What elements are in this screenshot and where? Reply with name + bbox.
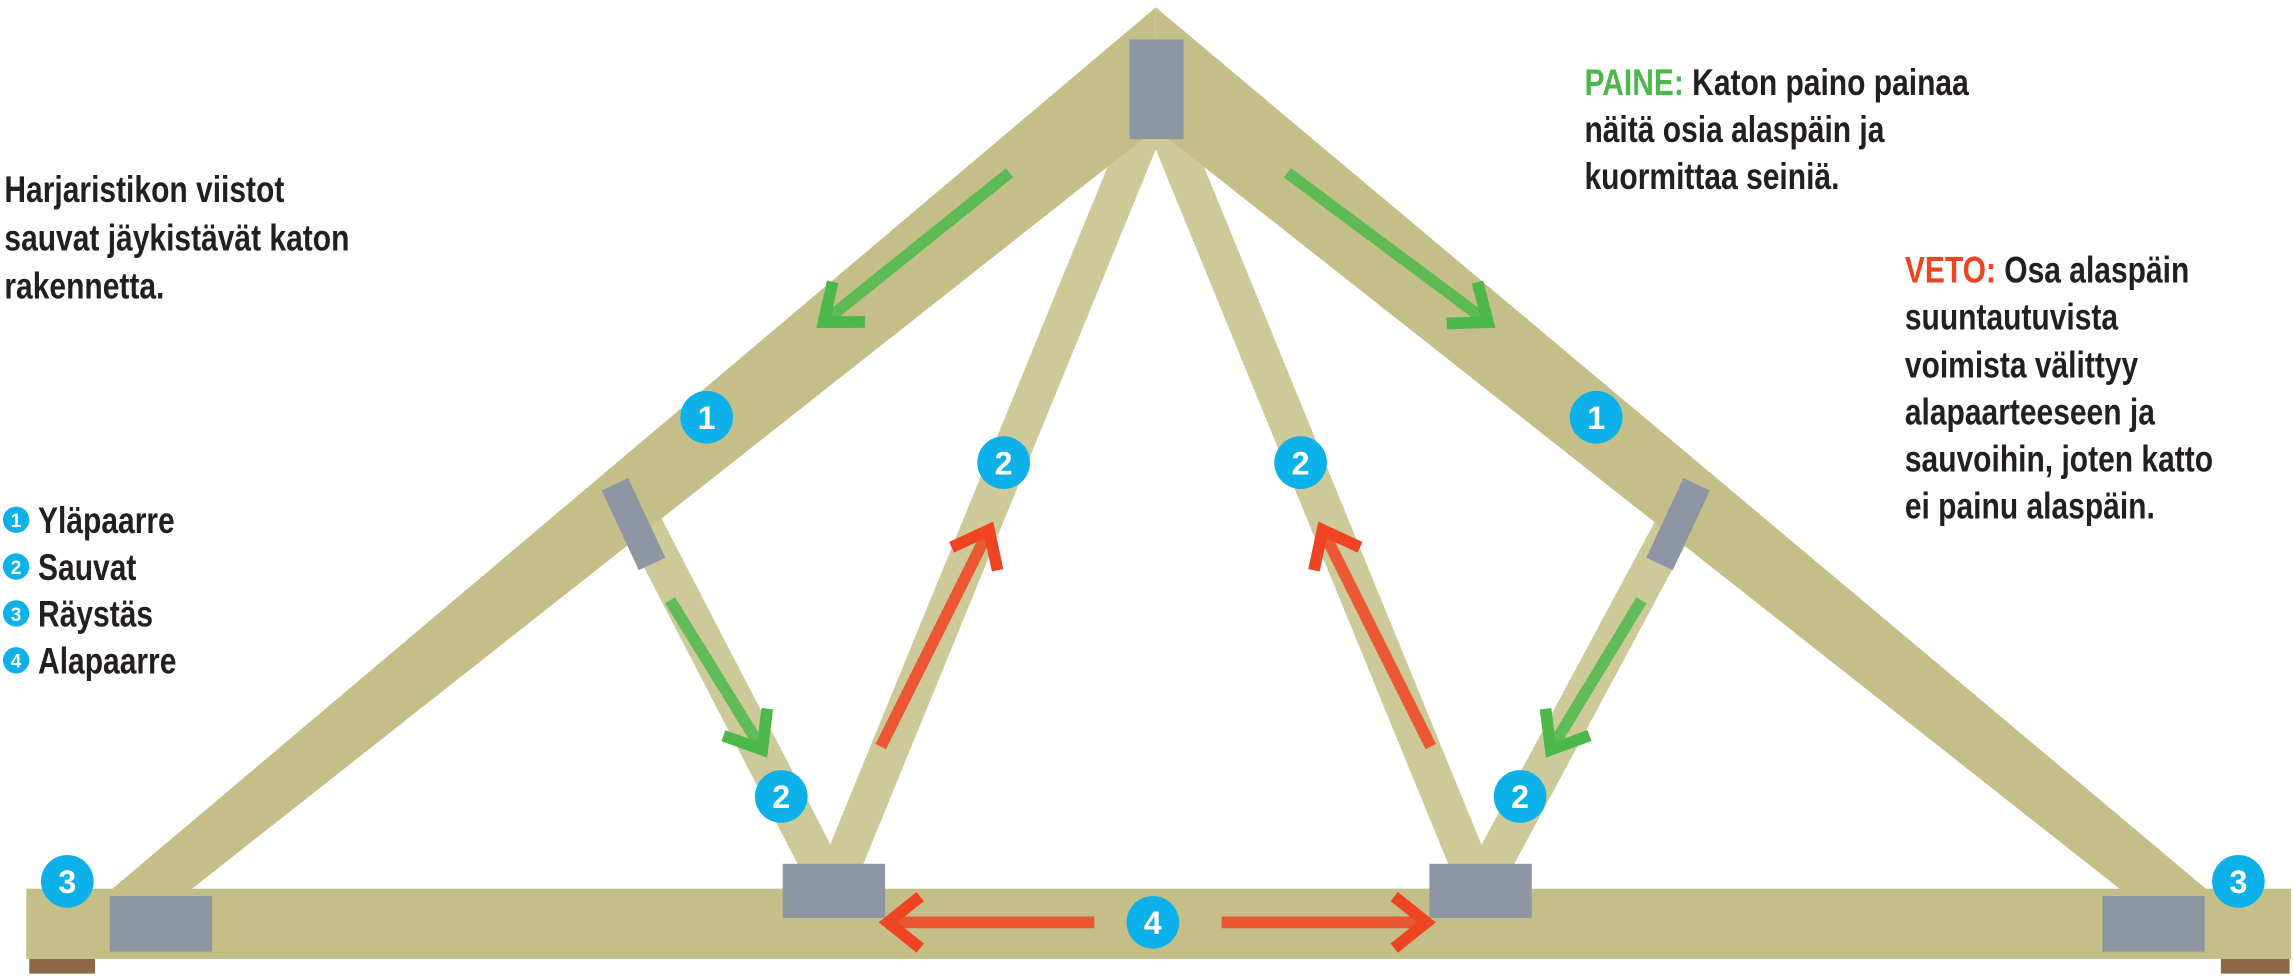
tension-line: suuntautuvista [1905, 298, 2119, 338]
marker-circle-icon [680, 390, 733, 444]
legend-item: 2 Sauvat [2, 548, 136, 589]
force-arrows [665, 168, 1647, 953]
marker-number: 1 [698, 400, 716, 436]
marker-circle-icon [2212, 855, 2265, 908]
marker-number: 2 [1511, 779, 1529, 815]
arrow-head-icon [721, 707, 774, 758]
intro-line: rakennetta. [4, 267, 164, 307]
plate-apex [1129, 39, 1184, 140]
arrow-head-icon [949, 521, 1004, 572]
marker-bottom-chord: 4 [1126, 896, 1180, 949]
arrow-head-icon [1390, 892, 1436, 953]
tension-line: ei painu alaspäin. [1905, 487, 2155, 527]
marker-web: 2 [1274, 436, 1327, 489]
marker-eave: 3 [40, 855, 94, 908]
marker-web: 2 [1493, 770, 1547, 823]
marker-number: 3 [2229, 864, 2247, 900]
arrow-head-icon [1446, 280, 1496, 330]
compression-keyword: PAINE: [1584, 63, 1683, 103]
marker-2-icon [2, 553, 30, 580]
gusset-plates [109, 39, 2205, 952]
marker-1-icon [2, 506, 30, 533]
marker-circle-icon [1126, 896, 1180, 949]
marker-3-icon [2, 600, 30, 627]
compression-line: näitä osia alaspäin ja [1584, 110, 1884, 150]
marker-number: 3 [58, 864, 76, 900]
legend-label: Sauvat [38, 548, 136, 588]
marker-eave: 3 [2212, 855, 2265, 908]
plate-eave-right [2102, 896, 2205, 952]
tension-line: voimista välittyy [1905, 346, 2139, 386]
compression-arrow [1539, 597, 1647, 758]
intro-line: Harjaristikon viistot [4, 170, 284, 210]
legend-number: 2 [11, 558, 22, 579]
marker-number: 2 [772, 779, 790, 815]
legend-label: Yläpaarre [38, 501, 175, 541]
legend: 1 Yläpaarre 2 Sauvat 3 Räystäs 4 Alapaar… [2, 501, 176, 682]
intro-line: sauvat jäykistävät katon [4, 219, 349, 259]
intro-text: Harjaristikon viistot sauvat jäykistävät… [4, 170, 349, 307]
tension-arrow [1308, 521, 1437, 750]
tension-keyword: VETO: [1905, 251, 1996, 291]
compression-line-text: Katon paino painaa [1692, 63, 1969, 103]
legend-number: 1 [11, 511, 22, 532]
tension-text: VETO: Osa alaspäin suuntautuvista voimis… [1905, 251, 2213, 527]
tension-line-text: Osa alaspäin [2004, 251, 2189, 291]
plate-eave-left [109, 896, 213, 952]
arrow-shaft [1283, 168, 1488, 325]
arrow-head-icon [1539, 707, 1592, 758]
compression-arrow [1283, 168, 1496, 330]
arrow-shaft [1319, 531, 1437, 750]
web-inner-right [1145, 109, 1493, 886]
arrow-shaft [823, 168, 1014, 324]
marker-circle-icon [754, 770, 808, 823]
arrow-head-icon [878, 892, 924, 953]
plate-web-right [1646, 478, 1710, 571]
marker-number: 4 [1144, 905, 1162, 941]
legend-label: Alapaarre [38, 642, 176, 682]
marker-top-chord: 1 [1569, 390, 1623, 444]
compression-line: PAINE: Katon paino painaa [1584, 63, 1969, 103]
tension-arrow [878, 892, 1095, 953]
marker-number: 2 [1292, 445, 1310, 481]
arrow-shaft [665, 597, 765, 749]
tension-line: VETO: Osa alaspäin [1905, 251, 2189, 291]
arrow-shaft [1548, 597, 1647, 749]
plate-web-left [601, 478, 666, 571]
marker-circle-icon [40, 855, 94, 908]
compression-arrow [665, 597, 774, 758]
tension-line: sauvoihin, joten katto [1905, 440, 2213, 480]
legend-item: 1 Yläpaarre [2, 501, 175, 542]
arrow-head-icon [1308, 521, 1363, 572]
compression-text: PAINE: Katon paino painaa näitä osia ala… [1584, 63, 1969, 197]
legend-number: 3 [11, 605, 22, 626]
legend-number: 4 [11, 652, 22, 673]
marker-circle-icon [1274, 436, 1327, 489]
web-inner-left [819, 109, 1167, 886]
marker-web: 2 [977, 436, 1030, 489]
marker-4-icon [2, 647, 30, 674]
marker-web: 2 [754, 770, 808, 823]
compression-line: kuormittaa seiniä. [1584, 157, 1839, 197]
tension-line: alapaarteeseen ja [1905, 393, 2155, 433]
plate-bottom-right [1429, 863, 1532, 918]
legend-item: 4 Alapaarre [2, 642, 176, 682]
top-chord-right [1155, 7, 2290, 959]
tension-arrow [1221, 892, 1436, 953]
component-markers: 1 1 2 2 2 2 3 3 4 [40, 390, 2265, 949]
marker-circle-icon [1493, 770, 1547, 823]
marker-number: 1 [1587, 400, 1605, 436]
marker-number: 2 [995, 445, 1013, 481]
compression-arrow [816, 168, 1014, 328]
legend-label: Räystäs [38, 595, 153, 635]
legend-item: 3 Räystäs [2, 595, 153, 635]
plate-bottom-left [782, 863, 886, 918]
arrow-head-icon [816, 280, 865, 328]
marker-circle-icon [977, 436, 1030, 489]
marker-top-chord: 1 [680, 390, 733, 444]
tension-arrow [875, 521, 1004, 750]
marker-circle-icon [1569, 390, 1623, 444]
arrow-shaft [875, 531, 993, 750]
